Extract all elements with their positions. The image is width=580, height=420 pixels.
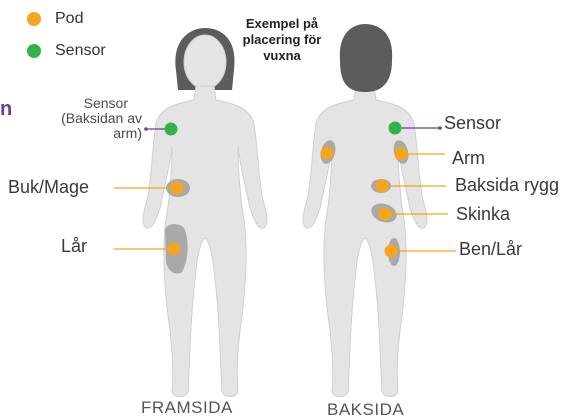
- front-thigh-label: Lår: [61, 236, 87, 257]
- back-arm-label: Arm: [452, 148, 485, 169]
- front-torso: [143, 86, 267, 397]
- back-leg-label: Ben/Lår: [459, 239, 522, 260]
- front-sensor-marker: [165, 123, 178, 136]
- back-left-arm-pod-marker: [321, 147, 334, 160]
- back-body-figure: [303, 24, 427, 397]
- front-view-caption: FRAMSIDA: [141, 398, 233, 418]
- back-torso: [303, 86, 427, 397]
- back-sensor-connector-end: [438, 126, 442, 130]
- legend-label-sensor: Sensor: [55, 42, 106, 60]
- front-sensor-label-line: (Baksidan av: [20, 111, 142, 126]
- front-sensor-label-line: Sensor: [20, 96, 128, 111]
- sensor-legend-swatch: [27, 44, 41, 58]
- pod-legend-swatch: [27, 12, 41, 26]
- legend-item-pod: Pod: [27, 10, 83, 28]
- front-abdomen-pod-marker: [171, 182, 184, 195]
- legend-label-pod: Pod: [55, 10, 83, 28]
- front-head: [184, 35, 226, 89]
- front-sensor-connector-end: [144, 127, 148, 131]
- legend-item-sensor: Sensor: [27, 42, 106, 60]
- front-sensor-label: Sensor (Baksidan av arm): [20, 96, 142, 141]
- back-leg-pod-marker: [385, 245, 398, 258]
- front-body-figure: [143, 28, 267, 397]
- back-sensor-label: Sensor: [444, 113, 501, 134]
- edge-text-fragment: n: [0, 98, 12, 121]
- back-right-arm-pod-marker: [395, 148, 408, 161]
- front-sensor-label-line: arm): [20, 126, 142, 141]
- back-lower-back-label: Baksida rygg: [455, 175, 559, 196]
- back-hair: [340, 24, 392, 92]
- diagram-title: Exempel på placering för vuxna: [222, 16, 342, 64]
- title-line: vuxna: [222, 48, 342, 64]
- title-line: placering för: [222, 32, 342, 48]
- front-thigh-pod-marker: [168, 243, 181, 256]
- title-line: Exempel på: [222, 16, 342, 32]
- back-lower-back-pod-marker: [376, 180, 389, 193]
- back-sensor-marker: [389, 122, 402, 135]
- back-buttock-pod-marker: [379, 208, 392, 221]
- back-buttock-label: Skinka: [456, 204, 510, 225]
- back-view-caption: BAKSIDA: [327, 400, 404, 420]
- front-abdomen-label: Buk/Mage: [8, 177, 89, 198]
